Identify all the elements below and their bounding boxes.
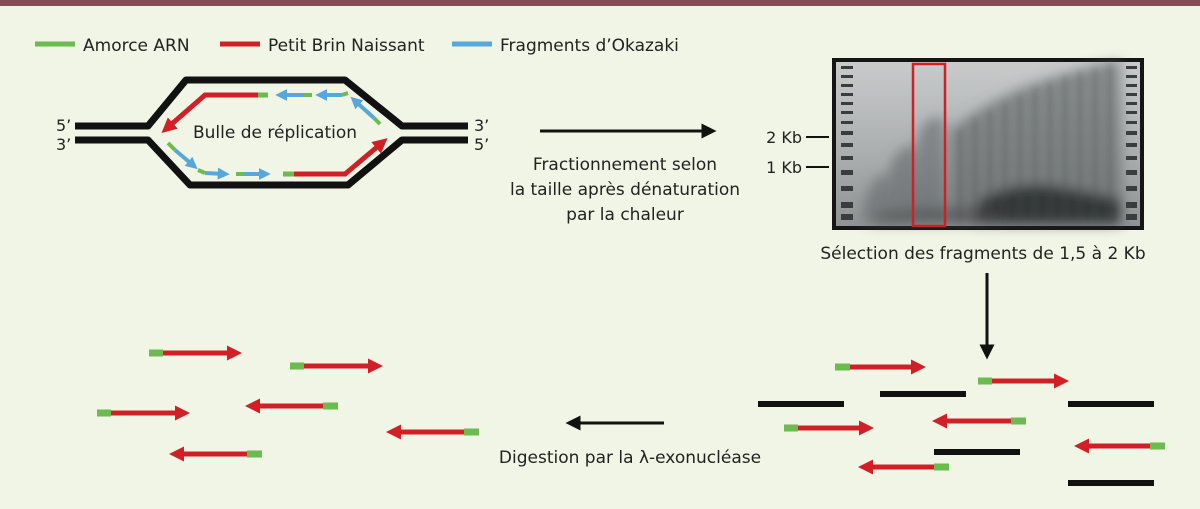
svg-text:par la chaleur: par la chaleur [566, 205, 684, 225]
end-label-right-top: 3’ [474, 116, 489, 135]
marker-1kb-label: 1 Kb [766, 158, 802, 177]
gel-caption: Sélection des fragments de 1,5 à 2 Kb [820, 244, 1145, 264]
top-bar [0, 0, 1200, 6]
primer [341, 91, 349, 97]
legend-primer-label: Amorce ARN [83, 36, 190, 56]
dna-top-strand [75, 76, 468, 130]
svg-text:Fractionnement selon: Fractionnement selon [533, 155, 717, 175]
ladder-left [841, 66, 853, 220]
bubble-title: Bulle de réplication [193, 123, 357, 143]
step1-label: Fractionnement selon la taille après dén… [510, 155, 740, 225]
okazaki-fragment [204, 167, 230, 180]
end-label-left-bottom: 3’ [56, 135, 71, 154]
dna-fragment [1068, 401, 1154, 407]
dna-fragment [880, 391, 966, 397]
end-label-left-top: 5’ [56, 116, 71, 135]
legend-okazaki-label: Fragments d’Okazaki [500, 36, 679, 56]
dna-fragment [934, 449, 1020, 455]
ladder-right [1126, 66, 1137, 220]
primer [197, 168, 206, 175]
purified-fragments [97, 345, 479, 462]
step2-label: Digestion par la λ-exonucléase [499, 448, 761, 468]
dna-fragment [758, 401, 844, 407]
gel-streaks [959, 64, 1111, 222]
primer [372, 116, 382, 126]
svg-text:la taille après dénaturation: la taille après dénaturation [510, 180, 740, 200]
dna-bottom-strand [75, 136, 468, 189]
marker-2kb-label: 2 Kb [766, 128, 802, 147]
replication-bubble: Bulle de réplication 5’ 3’ 3’ 5’ [56, 76, 489, 189]
nascent-strand-arrow [161, 92, 258, 133]
legend: Amorce ARN Petit Brin Naissant Fragments… [35, 36, 679, 56]
gel-image: 2 Kb 1 Kb [766, 58, 1144, 230]
primer [166, 141, 177, 152]
gel-selection-box [911, 62, 947, 228]
legend-nascent-label: Petit Brin Naissant [268, 36, 425, 56]
dna-fragment [1068, 480, 1154, 486]
okazaki-fragment [173, 148, 198, 170]
okazaki-fragment [350, 96, 376, 120]
mixed-fragments [758, 359, 1165, 486]
end-label-right-bottom: 5’ [474, 135, 489, 154]
nascent-strand-arrow [294, 138, 388, 177]
